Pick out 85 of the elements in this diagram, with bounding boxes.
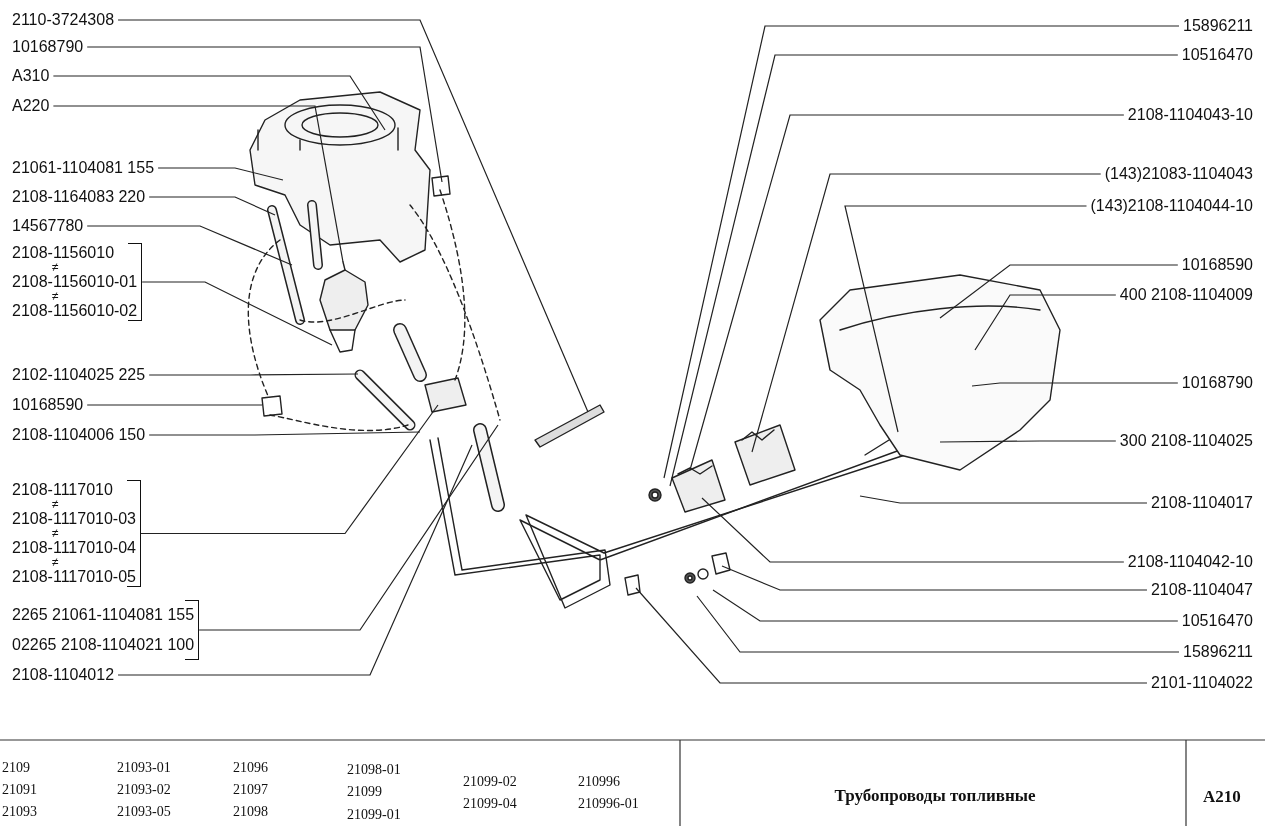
table-cell: 21091 — [2, 782, 37, 798]
table-cell: 2109 — [2, 760, 30, 776]
table-cell: 210996 — [578, 774, 620, 790]
part-number: 10168790 — [8, 37, 88, 57]
part-number: A310 — [8, 66, 54, 86]
part-number: 10516470 — [1177, 611, 1257, 631]
table-cell: 21099-04 — [463, 796, 517, 812]
leader-line — [140, 404, 439, 535]
leader-line — [141, 281, 333, 346]
table-cell: 210996-01 — [578, 796, 639, 812]
part-number: 2108-1104017 — [1146, 493, 1257, 513]
leader-line — [751, 173, 1102, 453]
table-cell: 21098 — [233, 804, 268, 820]
part-number: (143)2108-1104044-10 — [1086, 196, 1257, 216]
leader-line — [86, 46, 443, 183]
part-number: 10168590 — [8, 395, 88, 415]
part-number: 14567780 — [8, 216, 88, 236]
part-number: 2108-1104043-10 — [1123, 105, 1257, 125]
leader-line — [52, 75, 386, 131]
part-number: 2108-1117010 — [12, 480, 113, 500]
table-cell: 21099-01 — [347, 807, 401, 823]
part-number: 10168790 — [1177, 373, 1257, 393]
part-number: 02265 2108-1104021 100 — [12, 635, 195, 655]
leader-line — [844, 205, 1088, 433]
leader-line — [148, 373, 359, 376]
part-number: 2108-1104012 — [8, 665, 119, 685]
part-number: 2108-1117010-05 — [12, 567, 136, 587]
leader-line — [86, 225, 293, 266]
part-number: 2108-1164083 220 — [8, 187, 150, 207]
part-number: 10168590 — [1177, 255, 1257, 275]
leader-line — [939, 440, 1117, 443]
part-number: 2265 21061-1104081 155 — [12, 605, 195, 625]
part-number: 21061-1104081 155 — [8, 158, 159, 178]
leader-line — [859, 495, 1148, 504]
table-cell: 21093 — [2, 804, 37, 820]
leader-line — [974, 294, 1117, 351]
table-cell: 21099 — [347, 784, 382, 800]
leader-line — [117, 444, 473, 676]
leader-line — [971, 382, 1179, 387]
part-number: 400 2108-1104009 — [1115, 285, 1257, 305]
part-number: 10516470 — [1177, 45, 1257, 65]
interchangeability-sign: ≠ — [52, 558, 59, 567]
table-cell: 21093-01 — [117, 760, 171, 776]
leader-line — [689, 114, 1125, 471]
part-number: 2108-1104006 150 — [8, 425, 150, 445]
part-number: 2108-1117010-04 — [12, 538, 136, 558]
leader-line — [635, 587, 1148, 684]
leader-line — [939, 264, 1179, 319]
interchangeability-sign: ≠ — [52, 292, 59, 301]
part-number: 15896211 — [1179, 16, 1257, 36]
interchangeability-sign: ≠ — [52, 263, 59, 272]
leader-line — [117, 19, 589, 413]
part-number: 300 2108-1104025 — [1115, 431, 1257, 451]
part-number: 2108-1104047 — [1146, 580, 1257, 600]
table-cell: 21098-01 — [347, 762, 401, 778]
leader-line — [712, 589, 1179, 622]
part-number: (143)21083-1104043 — [1100, 164, 1257, 184]
interchangeability-sign: ≠ — [52, 529, 59, 538]
sheet-code: A210 — [1203, 787, 1241, 807]
part-number: 2108-1156010-02 — [12, 301, 138, 321]
part-number: 15896211 — [1179, 642, 1257, 662]
leader-line — [701, 497, 1125, 563]
leader-line — [86, 404, 263, 406]
leader-line — [198, 424, 499, 631]
table-cell: 21096 — [233, 760, 268, 776]
leader-line — [157, 167, 284, 181]
table-cell: 21097 — [233, 782, 268, 798]
part-number: A220 — [8, 96, 54, 116]
leader-line — [148, 196, 276, 216]
part-number: 2108-1156010 — [12, 243, 115, 263]
part-number: 2108-1104042-10 — [1123, 552, 1257, 572]
table-cell: 21099-02 — [463, 774, 517, 790]
part-number: 2110-3724308 — [8, 10, 119, 30]
part-number: 2108-1117010-03 — [12, 509, 136, 529]
leader-line — [148, 431, 421, 436]
leader-line — [52, 105, 344, 263]
interchangeability-sign: ≠ — [52, 500, 59, 509]
leader-line — [721, 565, 1148, 591]
table-cell: 21093-05 — [117, 804, 171, 820]
part-number: 2101-1104022 — [1146, 673, 1257, 693]
part-number: 2102-1104025 225 — [8, 365, 150, 385]
part-number: 2108-1156010-01 — [12, 272, 138, 292]
table-cell: 21093-02 — [117, 782, 171, 798]
leader-line — [696, 595, 1180, 653]
title-text: Трубопроводы топливные — [834, 786, 1036, 806]
